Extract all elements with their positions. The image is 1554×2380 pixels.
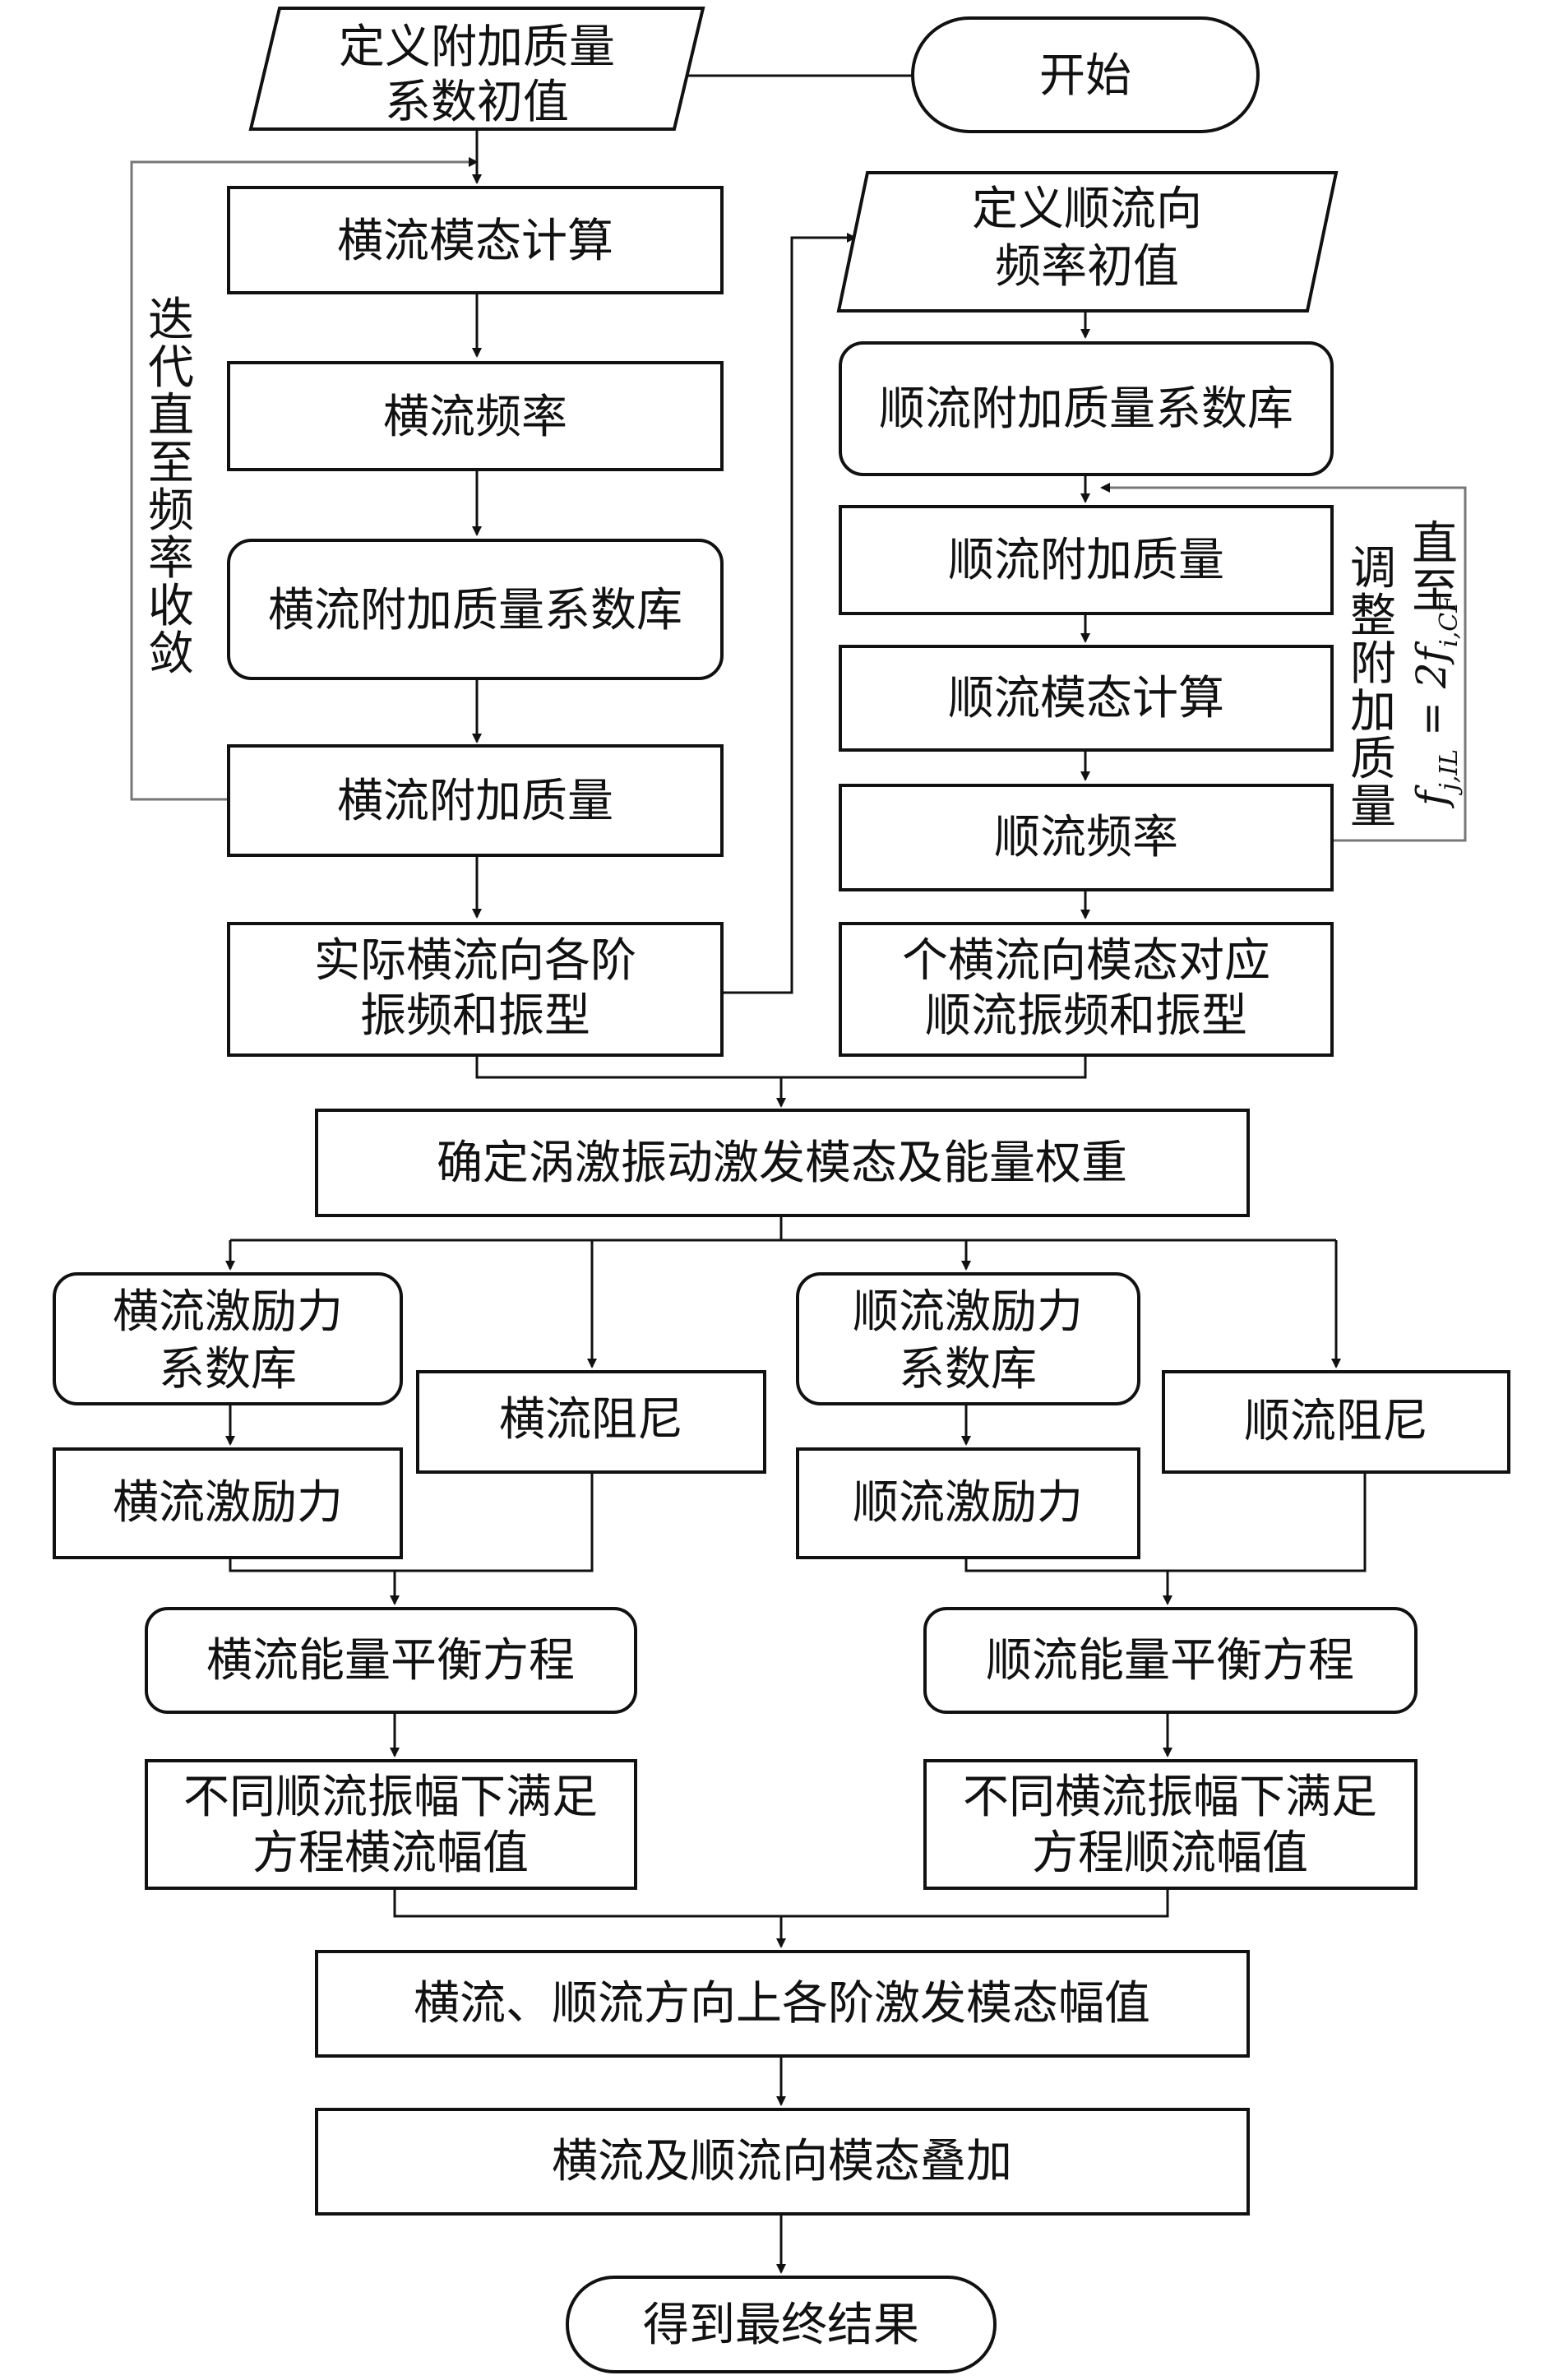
il-mass-coef-db-label: 顺流附加质量系数库 bbox=[879, 382, 1293, 436]
cf-energy-balance-label: 横流能量平衡方程 bbox=[206, 1634, 575, 1688]
il-force-coef-db-label-1: 顺流激励力 bbox=[853, 1285, 1083, 1339]
cf-modal-calc-label: 横流模态计算 bbox=[337, 215, 613, 268]
start-label: 开始 bbox=[1039, 49, 1131, 103]
loop-cf-char-0: 迭 bbox=[148, 294, 194, 347]
il-modes-box bbox=[839, 922, 1334, 1057]
cf-modal-calc-box bbox=[227, 186, 724, 294]
il-energy-balance-box bbox=[923, 1607, 1418, 1714]
loop-cf-char-3: 至 bbox=[148, 437, 194, 490]
define-mass-coef-label-2: 系数初值 bbox=[385, 76, 569, 129]
cf-force-coef-db-box bbox=[53, 1272, 403, 1405]
mode-amplitudes-label: 横流、顺流方向上各阶激发模态幅值 bbox=[414, 1977, 1150, 2030]
il-mass-coef-db-box bbox=[839, 341, 1334, 476]
il-frequency-label: 顺流频率 bbox=[994, 811, 1178, 864]
result-label: 得到最终结果 bbox=[643, 2299, 919, 2352]
define-il-freq-label-1: 定义顺流向 bbox=[972, 183, 1202, 236]
define-il-freq-label-2: 频率初值 bbox=[995, 240, 1179, 294]
loop-cf-char-1: 代 bbox=[148, 341, 194, 395]
cf-force-coef-db-label-1: 横流激励力 bbox=[113, 1285, 343, 1339]
cf-force-coef-db-label-2: 系数库 bbox=[159, 1343, 297, 1396]
il-added-mass-label: 顺流附加质量 bbox=[948, 534, 1224, 587]
cf-amplitude-label-2: 方程横流幅值 bbox=[252, 1827, 529, 1880]
cf-force-label: 横流激励力 bbox=[113, 1476, 343, 1530]
define-mass-coef-label-1: 定义附加质量 bbox=[339, 21, 615, 74]
edge-cfforce-to-cfenergy bbox=[229, 1558, 395, 1572]
loop-il-col2-char-1: 至 bbox=[1412, 565, 1458, 618]
cf-mass-coef-db-label: 横流附加质量系数库 bbox=[268, 584, 682, 637]
loop-il-condition: fj,IL = 2fi,CF bbox=[1408, 595, 1464, 809]
il-added-mass-box bbox=[839, 505, 1334, 615]
edge-ildamp-to-ilenergy bbox=[1168, 1472, 1367, 1572]
define-mass-coef-parallelogram bbox=[248, 7, 705, 131]
loop-cf-char-4: 频 bbox=[148, 484, 194, 538]
result-terminator bbox=[566, 2276, 997, 2373]
superposition-box bbox=[315, 2108, 1250, 2216]
cf-added-mass-box bbox=[227, 744, 724, 857]
cf-damping-label: 横流阻尼 bbox=[499, 1393, 683, 1447]
edge-actual-to-determine bbox=[475, 1055, 781, 1079]
il-amplitude-label-2: 方程顺流幅值 bbox=[1032, 1827, 1308, 1880]
loop-cf-char-2: 直 bbox=[148, 389, 194, 442]
cf-actual-modes-label-2: 振频和振型 bbox=[360, 989, 590, 1043]
cf-frequency-box bbox=[227, 361, 724, 471]
loop-il-col1-char-4: 质 bbox=[1350, 733, 1396, 786]
il-force-coef-db-label-2: 系数库 bbox=[899, 1343, 1037, 1396]
il-force-box bbox=[796, 1447, 1140, 1559]
cf-added-mass-label: 横流附加质量 bbox=[337, 775, 613, 828]
cf-mass-coef-db-box bbox=[227, 539, 724, 680]
cf-amplitude-label-1: 不同顺流振幅下满足 bbox=[183, 1771, 598, 1824]
il-amplitude-box bbox=[923, 1759, 1418, 1890]
loop-il-col1-char-3: 加 bbox=[1350, 685, 1396, 739]
cf-actual-modes-label-1: 实际横流向各阶 bbox=[314, 934, 636, 988]
il-modes-label-1: 个横流向模态对应 bbox=[902, 934, 1270, 988]
edge-ilamp-to-modeamp bbox=[781, 1887, 1169, 1918]
cf-frequency-label: 横流频率 bbox=[383, 391, 567, 444]
cf-damping-box bbox=[416, 1370, 766, 1474]
il-force-label: 顺流激励力 bbox=[853, 1476, 1083, 1530]
il-amplitude-label-1: 不同横流振幅下满足 bbox=[963, 1771, 1377, 1824]
edge-ilmodes-to-determine bbox=[781, 1055, 1087, 1079]
loop-il-col1-char-5: 量 bbox=[1350, 780, 1396, 834]
il-damping-box bbox=[1162, 1370, 1510, 1474]
loop-cf-char-7: 敛 bbox=[148, 627, 194, 681]
mode-amplitudes-box bbox=[315, 1950, 1250, 2058]
loop-cf-char-5: 率 bbox=[148, 532, 194, 586]
edge-actual-to-define-il bbox=[722, 233, 857, 994]
cf-amplitude-box bbox=[145, 1759, 637, 1890]
cf-energy-balance-box bbox=[145, 1607, 637, 1714]
edge-cfamp-to-modeamp bbox=[393, 1887, 781, 1918]
loop-cf-char-6: 收 bbox=[148, 580, 194, 633]
il-force-coef-db-box bbox=[796, 1272, 1140, 1405]
cf-actual-modes-box bbox=[227, 922, 724, 1057]
il-energy-balance-label: 顺流能量平衡方程 bbox=[986, 1634, 1354, 1688]
edge-ilforce-to-ilenergy bbox=[964, 1558, 1168, 1572]
determine-modes-box bbox=[315, 1109, 1250, 1217]
il-modal-calc-box bbox=[839, 645, 1334, 752]
loop-il-col1-char-2: 附 bbox=[1350, 637, 1396, 691]
il-modal-calc-label: 顺流模态计算 bbox=[948, 672, 1224, 725]
il-damping-label: 顺流阻尼 bbox=[1244, 1395, 1428, 1448]
superposition-label: 横流及顺流向模态叠加 bbox=[552, 2135, 1012, 2188]
loop-il-col2-char-0: 直 bbox=[1412, 517, 1458, 571]
cf-force-box bbox=[53, 1447, 403, 1559]
start-terminator bbox=[911, 16, 1260, 133]
loop-cf-iteration bbox=[130, 157, 479, 801]
il-modes-label-2: 顺流振频和振型 bbox=[925, 989, 1247, 1043]
loop-il-col1-char-1: 整 bbox=[1350, 590, 1396, 643]
edge-cfdamp-to-cfenergy bbox=[395, 1472, 594, 1572]
determine-modes-label: 确定涡激振动激发模态及能量权重 bbox=[437, 1137, 1127, 1190]
loop-il-col1-char-0: 调 bbox=[1350, 542, 1396, 595]
loop-il-adjust bbox=[1100, 483, 1467, 842]
il-frequency-box bbox=[839, 784, 1334, 891]
define-il-freq-parallelogram bbox=[836, 171, 1339, 313]
